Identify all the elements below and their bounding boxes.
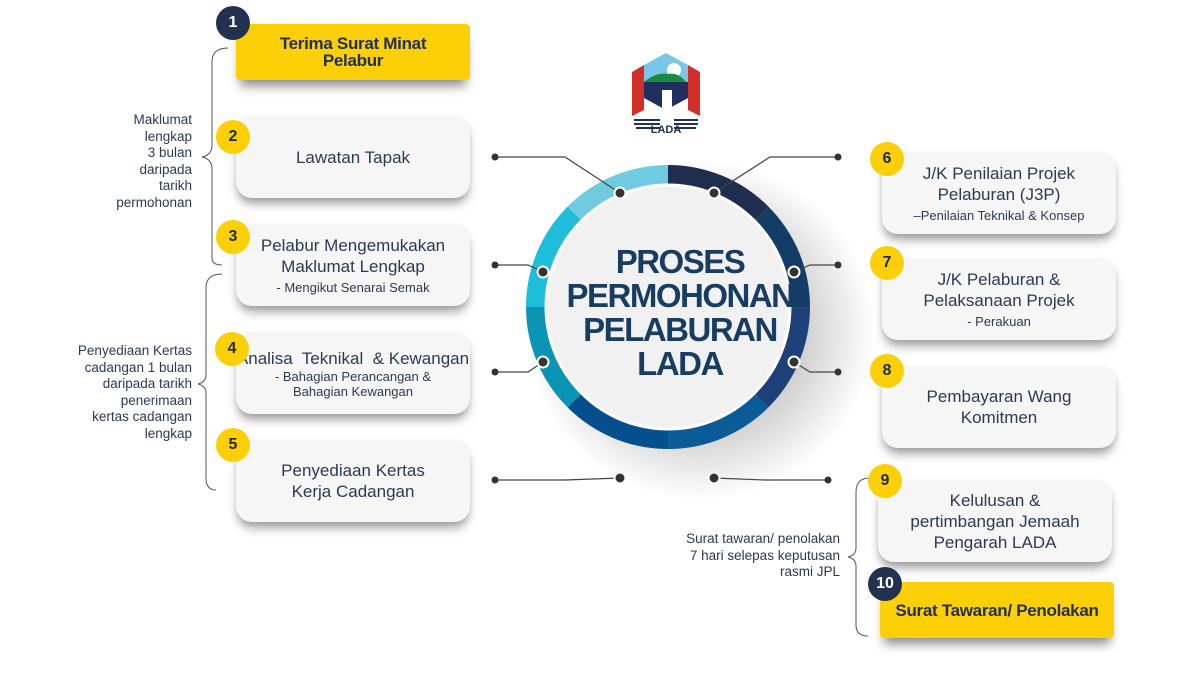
step-1-card[interactable]: Terima Surat Minat Pelabur (236, 24, 470, 80)
connectors (491, 153, 842, 485)
step-2-card[interactable]: Lawatan Tapak (236, 116, 470, 198)
bracket-note-2 (197, 273, 223, 491)
step-5-card[interactable]: Penyediaan Kertas Kerja Cadangan (236, 440, 470, 522)
connector-end-dot (834, 261, 842, 269)
connector-node (536, 265, 550, 279)
connector-end-dot (491, 153, 499, 161)
note-surat: Surat tawaran/ penolakan 7 hari selepas … (650, 531, 840, 581)
step-1-badge: 1 (216, 6, 250, 40)
title-line: PERMOHONAN (566, 277, 795, 314)
note-line: Surat tawaran/ penolakan (686, 531, 840, 546)
connector-end-dot (834, 153, 842, 161)
ring-segment (526, 206, 582, 307)
title-line: PELABURAN (583, 311, 778, 348)
step-8-title: Pembayaran Wang Komitmen (926, 387, 1072, 427)
note-line: Penyediaan Kertas (77, 343, 192, 358)
step-5-title: Penyediaan Kertas Kerja Cadangan (281, 461, 425, 501)
step-3-card[interactable]: Pelabur Mengemukakan Maklumat Lengkap - … (236, 224, 470, 306)
step-7-card[interactable]: J/K Pelaburan & Pelaksanaan Projek - Per… (882, 258, 1116, 340)
title-line: LADA (637, 345, 724, 382)
step-10-card[interactable]: Surat Tawaran/ Penolakan (880, 582, 1114, 638)
step-7-title: J/K Pelaburan & Pelaksanaan Projek (923, 269, 1075, 310)
step-4-badge: 4 (215, 332, 249, 366)
connector-line (713, 156, 838, 194)
step-3-subtitle: - Mengikut Senarai Semak (276, 279, 430, 295)
step-1-title: Terima Surat Minat Pelabur (279, 34, 427, 70)
connector-end-dot (491, 261, 499, 269)
connector-end-dot (834, 368, 842, 376)
note-line: rasmi JPL (779, 564, 840, 579)
note-line: 7 hari selepas keputusan (689, 547, 840, 563)
step-3-title: Pelabur Mengemukakan Maklumat Lengkap (260, 235, 446, 276)
step-9-card[interactable]: Kelulusan & pertimbangan Jemaah Pengarah… (878, 480, 1112, 562)
connector-node (613, 471, 627, 485)
ring-segment (668, 393, 769, 449)
step-7-subtitle: - Perakuan (967, 313, 1031, 329)
step-8-badge: 8 (870, 354, 904, 388)
note-line: daripada tarikh (102, 376, 192, 391)
connector-node (536, 355, 550, 369)
note-line: 3 bulan (147, 145, 192, 160)
connector-node (787, 355, 801, 369)
step-5-badge: 5 (216, 428, 250, 462)
center-title: PROSES PERMOHONAN PELABURAN LADA (545, 245, 815, 381)
connector-line (713, 477, 828, 481)
note-line: Maklumat (133, 112, 192, 127)
center-circle (544, 183, 792, 431)
ring-segment (754, 206, 810, 307)
bracket-note-3 (847, 477, 871, 637)
connector-node (613, 186, 627, 200)
step-6-subtitle: –Penilaian Teknikal & Konsep (913, 207, 1085, 223)
lada-logo-icon (630, 52, 702, 138)
note-line: tarikh (158, 178, 192, 193)
step-8-card[interactable]: Pembayaran Wang Komitmen (882, 366, 1116, 448)
connector-line (495, 477, 621, 481)
step-6-badge: 6 (870, 142, 904, 176)
title-line: PROSES (615, 243, 746, 280)
bracket-note-1 (201, 47, 229, 266)
step-6-card[interactable]: J/K Penilaian Projek Pelaburan (J3P) –Pe… (882, 152, 1116, 234)
note-line: daripada (139, 161, 192, 177)
step-3-badge: 3 (216, 220, 250, 254)
connector-end-dot (824, 476, 832, 484)
connector-node (787, 265, 801, 279)
step-4-subtitle: - Bahagian Perancangan & Bahagian Kewang… (274, 368, 432, 399)
step-10-badge: 10 (868, 567, 902, 601)
note-line: cadangan 1 bulan (84, 359, 192, 375)
connector-node (707, 186, 721, 200)
ring-segment (754, 307, 810, 408)
note-line: kertas cadangan (92, 409, 192, 424)
step-9-badge: 9 (868, 464, 902, 498)
note-line: penerimaan (120, 392, 192, 408)
step-2-badge: 2 (216, 120, 250, 154)
step-9-title: Kelulusan & pertimbangan Jemaah Pengarah… (910, 490, 1080, 552)
logo-label: LADA (650, 124, 682, 136)
ring-segment (526, 307, 582, 408)
connector-line (495, 156, 621, 194)
step-10-title: Surat Tawaran/ Penolakan (895, 600, 1099, 620)
step-2-title: Lawatan Tapak (295, 147, 411, 167)
note-line: permohonan (116, 194, 192, 210)
step-4-card[interactable]: Analisa Teknikal & Kewangan - Bahagian P… (236, 332, 470, 414)
step-4-title: Analisa Teknikal & Kewangan (236, 348, 470, 368)
step-6-title: J/K Penilaian Projek Pelaburan (J3P) (922, 163, 1076, 204)
note-line: lengkap (144, 425, 192, 441)
note-penyediaan: Penyediaan Kertas cadangan 1 bulan darip… (40, 343, 192, 442)
connector-node (707, 471, 721, 485)
connector-end-dot (491, 368, 499, 376)
ring-segment (567, 393, 668, 449)
step-7-badge: 7 (870, 246, 904, 280)
connector-end-dot (491, 476, 499, 484)
note-line: lengkap (144, 128, 192, 144)
note-maklumat: Maklumat lengkap 3 bulan daripada tarikh… (90, 112, 192, 211)
